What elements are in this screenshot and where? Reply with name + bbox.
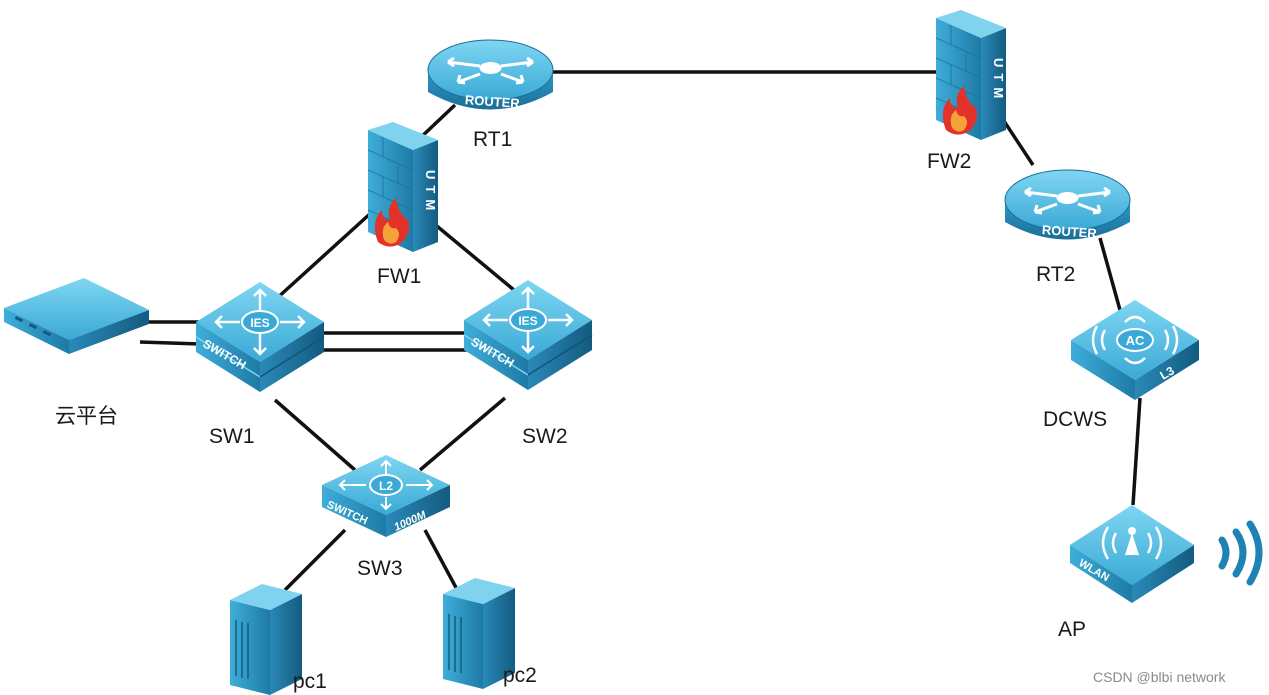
antenna-icon (1101, 526, 1163, 560)
link-sw3-pc2 (423, 529, 462, 596)
ies-text: IES (518, 314, 537, 328)
router-arrows-icon (447, 56, 534, 85)
label-fw2: FW2 (927, 150, 972, 173)
links (139, 70, 1142, 596)
link-cloud-sw1-b (139, 340, 201, 346)
router-rt2[interactable]: ROUTER (1004, 169, 1131, 241)
core-switch-sw1[interactable]: IES SWITCH (195, 282, 325, 392)
access-switch-sw3[interactable]: L2 SWITCH 1000M (322, 455, 450, 537)
arrows-icon (338, 459, 434, 511)
access-point-ap[interactable]: WLAN (1070, 505, 1194, 603)
arrows-icon (214, 288, 306, 356)
router-arrows-icon (1024, 186, 1111, 215)
link-dcws-ap (1131, 397, 1142, 506)
link-sw2-sw3 (418, 396, 507, 472)
label-fw1: FW1 (377, 265, 422, 288)
firewall-fw2[interactable]: UTM (935, 10, 1006, 140)
wifi-icon (1091, 315, 1179, 365)
router-rt1[interactable]: ROUTER (427, 39, 554, 111)
firewall-fw1[interactable]: UTM (367, 122, 438, 252)
ies-text: IES (250, 316, 269, 330)
link-sw1-sw3 (273, 398, 357, 472)
watermark: CSDN @blbi network (1093, 669, 1226, 685)
utm-text: UTM (423, 170, 438, 216)
link-rt2-dcws (1098, 237, 1122, 311)
link-rt1-fw1 (416, 103, 457, 142)
label-sw2: SW2 (522, 425, 568, 448)
pc1-tower[interactable] (230, 584, 302, 695)
label-ap: AP (1058, 618, 1087, 641)
utm-text: UTM (991, 58, 1006, 104)
label-sw3: SW3 (357, 557, 403, 580)
label-rt1: RT1 (473, 128, 513, 151)
wireless-signal-icon (1218, 520, 1263, 586)
label-pc1: pc1 (293, 670, 327, 693)
arrows-icon (482, 286, 574, 354)
l3-text: L3 (1158, 363, 1177, 382)
cloud-platform-server[interactable] (4, 278, 149, 354)
ac-text: AC (1126, 333, 1145, 348)
link-sw3-pc1 (283, 528, 347, 592)
label-cloud-platform: 云平台 (55, 405, 118, 428)
wireless-controller-dcws[interactable]: AC L3 (1071, 300, 1199, 400)
l2-text: L2 (379, 479, 393, 493)
link-fw1-sw2 (430, 220, 522, 297)
core-switch-sw2[interactable]: IES SWITCH (463, 280, 593, 390)
router-text: ROUTER (464, 92, 520, 111)
label-dcws: DCWS (1043, 408, 1108, 431)
link-fw1-sw1 (273, 210, 374, 302)
label-rt2: RT2 (1036, 263, 1076, 286)
router-text: ROUTER (1041, 222, 1097, 241)
label-pc2: pc2 (503, 664, 537, 687)
label-sw1: SW1 (209, 425, 255, 448)
pc2-tower[interactable] (443, 578, 515, 689)
